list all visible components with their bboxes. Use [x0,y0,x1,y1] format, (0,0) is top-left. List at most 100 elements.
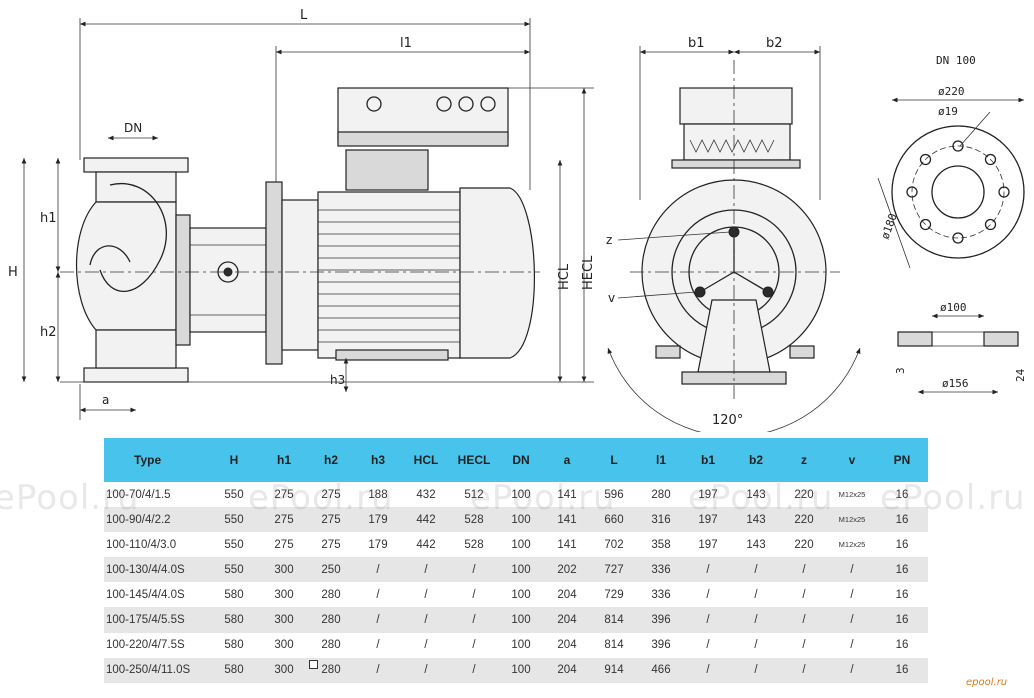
pump-dimension-drawing: L l1 DN H h1 h2 h3 a HCL HECL [8,8,1027,432]
cell-hcl: 432 [402,482,450,508]
cell-v: / [828,557,876,583]
cell-dn: 100 [498,557,544,583]
cell-z: / [780,557,828,583]
cell-l: 729 [590,582,638,608]
cell-a: 204 [544,632,590,658]
flange-d19: ø19 [938,105,958,118]
cell-h2: 275 [308,482,354,508]
cell-b2: 143 [732,482,780,508]
flange-d220: ø220 [938,85,965,98]
cell-v: / [828,582,876,608]
cell-h1: 300 [260,632,308,658]
selection-handle[interactable] [309,660,318,669]
cell-h1: 275 [260,482,308,508]
dim-z: z [606,233,612,247]
dim-DN: DN [124,121,142,135]
cell-dn: 100 [498,507,544,533]
cell-b2: / [732,657,780,683]
cell-l1: 280 [638,482,684,508]
cell-z: / [780,657,828,683]
cell-h1: 300 [260,607,308,633]
cell-l: 814 [590,632,638,658]
cell-hecl: / [450,582,498,608]
dim-H: H [8,265,18,280]
cell-z: / [780,632,828,658]
cell-hecl: / [450,607,498,633]
cell-type: 100-220/4/7.5S [104,632,208,658]
cell-type: 100-90/4/2.2 [104,507,208,533]
cell-h2: 275 [308,532,354,558]
cell-hecl: 528 [450,507,498,533]
header-type: Type [104,438,208,482]
cell-z: 220 [780,482,828,508]
dim-a: a [102,393,109,407]
cell-b1: / [684,557,732,583]
header-h: H [208,438,260,482]
cell-b1: 197 [684,507,732,533]
dim-L: L [300,8,308,23]
cell-hcl: / [402,657,450,683]
cell-h: 550 [208,532,260,558]
dim-h2: h2 [40,325,57,340]
cell-h: 580 [208,657,260,683]
cell-h2: 250 [308,557,354,583]
cell-h3: / [354,582,402,608]
cell-h1: 300 [260,557,308,583]
cell-type: 100-130/4/4.0S [104,557,208,583]
cell-b1: 197 [684,482,732,508]
cell-l1: 358 [638,532,684,558]
cell-l: 814 [590,607,638,633]
cell-a: 141 [544,532,590,558]
cell-h1: 275 [260,507,308,533]
side-view-dimensions: L l1 DN H h1 h2 h3 a HCL HECL [8,8,596,420]
cell-l1: 316 [638,507,684,533]
dim-h3: h3 [330,373,345,387]
cell-b1: / [684,607,732,633]
cell-pn: 16 [876,657,928,683]
cell-hcl: 442 [402,532,450,558]
cell-h: 580 [208,607,260,633]
cell-z: / [780,582,828,608]
cell-h: 550 [208,557,260,583]
cell-dn: 100 [498,607,544,633]
cell-pn: 16 [876,557,928,583]
header-l1: l1 [638,438,684,482]
header-h2: h2 [308,438,354,482]
dim-HECL: HECL [581,255,596,290]
cell-a: 204 [544,582,590,608]
cell-pn: 16 [876,507,928,533]
header-hecl: HECL [450,438,498,482]
cell-h3: / [354,607,402,633]
cell-v: M12x25 [828,507,876,533]
dim-angle: 120° [712,413,743,428]
dim-HCL: HCL [557,263,572,290]
cell-h3: / [354,657,402,683]
cell-dn: 100 [498,482,544,508]
cell-l1: 396 [638,607,684,633]
cell-v: / [828,632,876,658]
flange-d156: ø156 [942,377,969,390]
cell-l: 914 [590,657,638,683]
cell-l: 660 [590,507,638,533]
dim-b2: b2 [766,36,783,51]
cell-hecl: / [450,632,498,658]
cell-b2: / [732,557,780,583]
cell-type: 100-70/4/1.5 [104,482,208,508]
cell-hecl: 528 [450,532,498,558]
cell-b2: 143 [732,532,780,558]
cell-b1: 197 [684,532,732,558]
cell-pn: 16 [876,532,928,558]
flange-d180: ø180 [879,212,900,241]
cell-h: 550 [208,482,260,508]
cell-a: 141 [544,482,590,508]
cell-pn: 16 [876,582,928,608]
cell-hcl: / [402,607,450,633]
cell-a: 204 [544,657,590,683]
cell-h1: 300 [260,582,308,608]
cell-h1: 300 [260,657,308,683]
